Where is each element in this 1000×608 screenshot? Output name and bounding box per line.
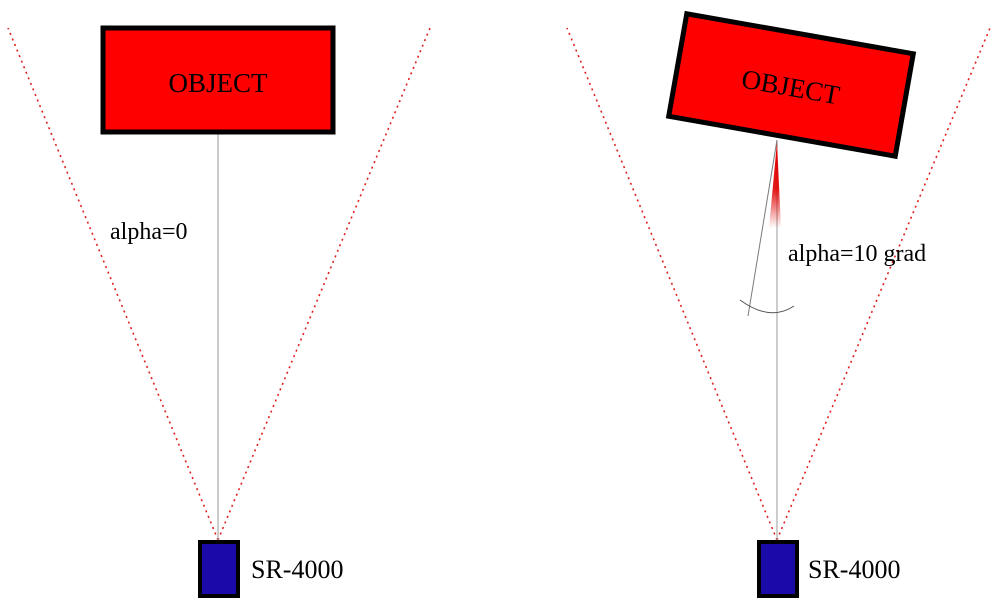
left-panel: OBJECT alpha=0 SR-4000	[7, 25, 431, 598]
right-camera	[757, 540, 799, 598]
right-fov-line-right	[776, 27, 991, 541]
right-object-normal	[747, 139, 778, 317]
left-object-box	[100, 25, 336, 135]
left-fov-line-right	[217, 27, 431, 541]
right-angle-wedge	[769, 142, 781, 228]
right-object-box	[665, 10, 917, 160]
right-angle-arc	[739, 299, 795, 314]
left-fov-line-left	[7, 27, 219, 541]
left-angle-label: alpha=0	[110, 219, 188, 245]
left-camera-label: SR-4000	[251, 555, 343, 584]
right-panel: OBJECT alpha=10 grad SR-4000	[566, 10, 991, 598]
right-camera-label: SR-4000	[808, 555, 900, 584]
right-fov-line-left	[566, 27, 778, 541]
left-camera	[198, 540, 240, 598]
left-object-label: OBJECT	[168, 68, 268, 98]
right-object: OBJECT	[665, 10, 917, 160]
right-angle-label: alpha=10 grad	[788, 241, 926, 267]
